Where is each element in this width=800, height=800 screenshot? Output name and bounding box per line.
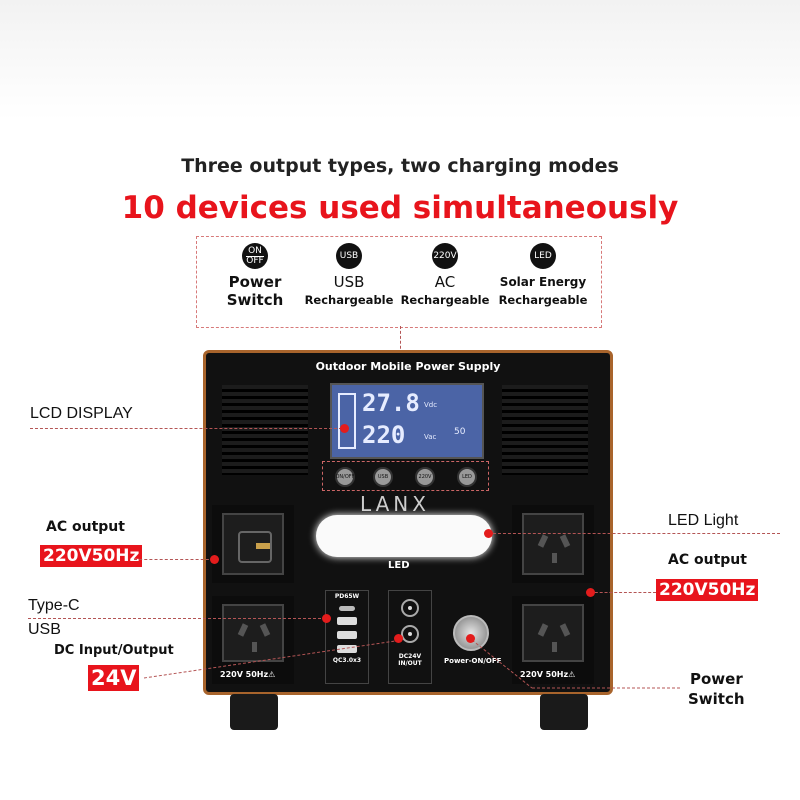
dc-label-1: DC24V xyxy=(398,653,422,660)
subheadline: 10 devices used simultaneously xyxy=(121,190,679,226)
callout-led-line xyxy=(488,533,780,534)
power-button[interactable]: ON/OFF xyxy=(335,467,355,487)
lcd-display: 27.8 Vdc 220 Vac 50 xyxy=(330,383,484,459)
left-lower-socket-plate: 220V 50Hz⚠ xyxy=(212,596,294,684)
usb-button[interactable]: USB xyxy=(373,467,393,487)
left-upper-socket-plate xyxy=(212,505,294,583)
callout-usb: USB xyxy=(28,621,61,638)
device-title: Outdoor Mobile Power Supply xyxy=(315,360,501,373)
right-lower-socket-plate: 220V 50Hz⚠ xyxy=(512,596,594,684)
ac-button[interactable]: 220V xyxy=(415,467,435,487)
callout-dc-line xyxy=(144,638,414,680)
qc-label: QC3.0x3 xyxy=(332,657,362,664)
lcd-top-unit: Vdc xyxy=(424,401,438,409)
ac-220v-icon: 220V xyxy=(432,243,458,269)
led-lamp-label: LED xyxy=(388,560,410,571)
callout-type-c-dot xyxy=(322,614,331,623)
callout-type-c: Type-C xyxy=(28,597,80,614)
led-lamp xyxy=(316,515,492,557)
led-icon: LED xyxy=(530,243,556,269)
callout-power-dot xyxy=(466,634,475,643)
right-upper-socket-plate xyxy=(512,505,594,583)
callout-lcd-display: LCD DISPLAY xyxy=(30,405,133,422)
battery-icon xyxy=(338,393,356,449)
lcd-bottom-unit: Vac xyxy=(424,433,437,441)
callout-ac-left-value: 220V50Hz xyxy=(40,545,143,567)
dc-port-1 xyxy=(401,599,419,617)
headline: Three output types, two charging modes xyxy=(181,155,619,177)
usb-icon: USB xyxy=(336,243,362,269)
dc-label-2: IN/OUT xyxy=(398,660,422,667)
universal-socket xyxy=(222,513,284,575)
dc-port-panel: DC24V IN/OUT xyxy=(388,590,432,684)
type-c-port xyxy=(339,606,355,611)
legend-ac: 220V AC Rechargeable xyxy=(397,243,493,309)
brand-logo: LANX xyxy=(360,492,430,516)
top-shadow xyxy=(0,0,800,120)
callout-lcd-line xyxy=(30,428,342,429)
callout-ac-right-title: AC output xyxy=(668,552,747,568)
lcd-bottom-value: 220 xyxy=(362,421,406,449)
legend-solar: LED Solar Energy Rechargeable xyxy=(495,243,591,309)
lcd-frequency: 50 xyxy=(454,427,466,437)
left-socket-rating: 220V 50Hz⚠ xyxy=(220,670,276,679)
ac-socket-right-lower xyxy=(522,604,584,662)
power-knob-label: Power-ON/OFF xyxy=(444,657,502,665)
pd-label: PD65W xyxy=(334,593,360,600)
right-socket-rating: 220V 50Hz⚠ xyxy=(520,670,576,679)
callout-ac-left-line xyxy=(134,559,214,560)
callout-power-1: Power xyxy=(690,670,743,688)
control-button-row: ON/OFF USB 220V LED xyxy=(322,461,489,491)
callout-ac-left-dot xyxy=(210,555,219,564)
right-foot xyxy=(540,694,588,730)
callout-dc-dot xyxy=(394,634,403,643)
usb-port-2 xyxy=(337,631,357,639)
left-vent xyxy=(222,385,308,475)
led-button[interactable]: LED xyxy=(457,467,477,487)
dc-port-2 xyxy=(401,625,419,643)
callout-ac-right-dot xyxy=(586,588,595,597)
callout-led-light: LED Light xyxy=(668,512,739,529)
right-vent xyxy=(502,385,588,475)
legend-usb: USB USB Rechargeable xyxy=(303,243,395,309)
ac-socket-right-upper xyxy=(522,513,584,575)
callout-ac-right-line xyxy=(590,592,656,593)
callout-ac-left-title: AC output xyxy=(46,519,125,535)
lcd-top-value: 27.8 xyxy=(362,389,420,417)
left-foot xyxy=(230,694,278,730)
callout-power-2: Switch xyxy=(688,690,745,708)
usb-port-3 xyxy=(337,645,357,653)
usb-port-panel: PD65W QC3.0x3 xyxy=(325,590,369,684)
callout-lcd-dot xyxy=(340,424,349,433)
callout-led-dot xyxy=(484,529,493,538)
callout-power-line xyxy=(470,638,680,698)
callout-dc-value: 24V xyxy=(88,665,140,691)
usb-port-1 xyxy=(337,617,357,625)
callout-type-c-line xyxy=(28,618,326,619)
power-knob[interactable] xyxy=(453,615,489,651)
ac-socket-left xyxy=(222,604,284,662)
callout-dc-title: DC Input/Output xyxy=(54,643,174,658)
callout-ac-right-value: 220V50Hz xyxy=(656,579,759,601)
